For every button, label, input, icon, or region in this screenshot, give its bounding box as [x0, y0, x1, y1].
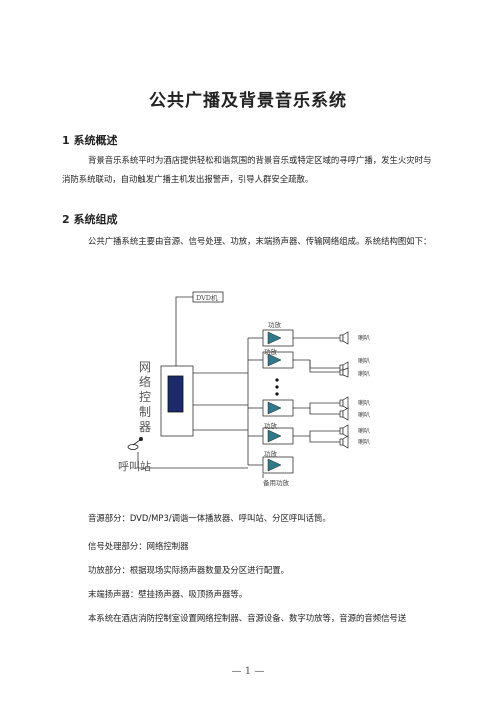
signal-line: 信号处理部分：网络控制器 [88, 541, 189, 551]
standby-amp-box [262, 456, 294, 474]
speaker-icon [339, 367, 349, 378]
speaker-label: 喇叭 [358, 427, 370, 435]
section-1-heading: 1 系统概述 [62, 134, 118, 147]
speaker-label: 喇叭 [358, 399, 370, 407]
amp-label: 功放 [264, 421, 278, 430]
section-2-text: 公共广播系统主要由音源、信号处理、功放，末端扬声器、传输网络组成。系统结构图如下… [88, 236, 432, 246]
section-1-body: 背景音乐系统平时为酒店提供轻松和谐氛围的背景音乐或特定区域的寻呼广播，发生火灾时… [62, 151, 436, 189]
speaker-label: 喇叭 [358, 357, 370, 365]
amp-label: 功放 [264, 449, 278, 458]
page-number: — 1 — [231, 666, 265, 677]
controller-screen [167, 375, 184, 413]
microphone-icon [127, 436, 143, 450]
speaker-label: 喇叭 [358, 334, 370, 342]
speaker-label: 喇叭 [358, 411, 370, 419]
speaker-icon [339, 424, 349, 438]
speaker-label: 喇叭 [358, 438, 370, 446]
page-title: 公共广播及背景音乐系统 [149, 91, 347, 111]
section-1-text: 背景音乐系统平时为酒店提供轻松和谐氛围的背景音乐或特定区域的寻呼广播，发生火灾时… [62, 155, 432, 184]
amp-line: 功放部分：根据现场实际扬声器数量及分区进行配置。 [88, 565, 289, 575]
speaker-icon [339, 396, 349, 410]
speaker-label: 喇叭 [358, 370, 370, 378]
dvd-label: DVD机 [196, 293, 218, 302]
last-line: 本系统在酒店消防控制室设置网络控制器、音源设备、数字功放等，音源的音频信号送 [88, 613, 407, 623]
paging-station-label: 呼叫站 [118, 459, 151, 473]
speaker-line: 末端扬声器：壁挂扬声器、吸顶扬声器等。 [88, 589, 248, 599]
speaker-icon [339, 331, 349, 345]
controller-label: 网络控制器 [138, 360, 151, 434]
standby-amp-label: 备用功放 [263, 478, 290, 487]
controller-box [160, 365, 194, 437]
amp-label: 功放 [268, 320, 282, 329]
section-2-body: 公共广播系统主要由音源、信号处理、功放，末端扬声器、传输网络组成。系统结构图如下… [62, 232, 436, 251]
amp-label: 功放 [264, 347, 278, 356]
section-2-heading: 2 系统组成 [62, 213, 118, 226]
source-line: 音源部分：DVD/MP3/调谐一体播放器、呼叫站、分区呼叫话筒。 [88, 513, 331, 523]
speaker-icon [339, 407, 349, 421]
speaker-icon [339, 435, 349, 449]
